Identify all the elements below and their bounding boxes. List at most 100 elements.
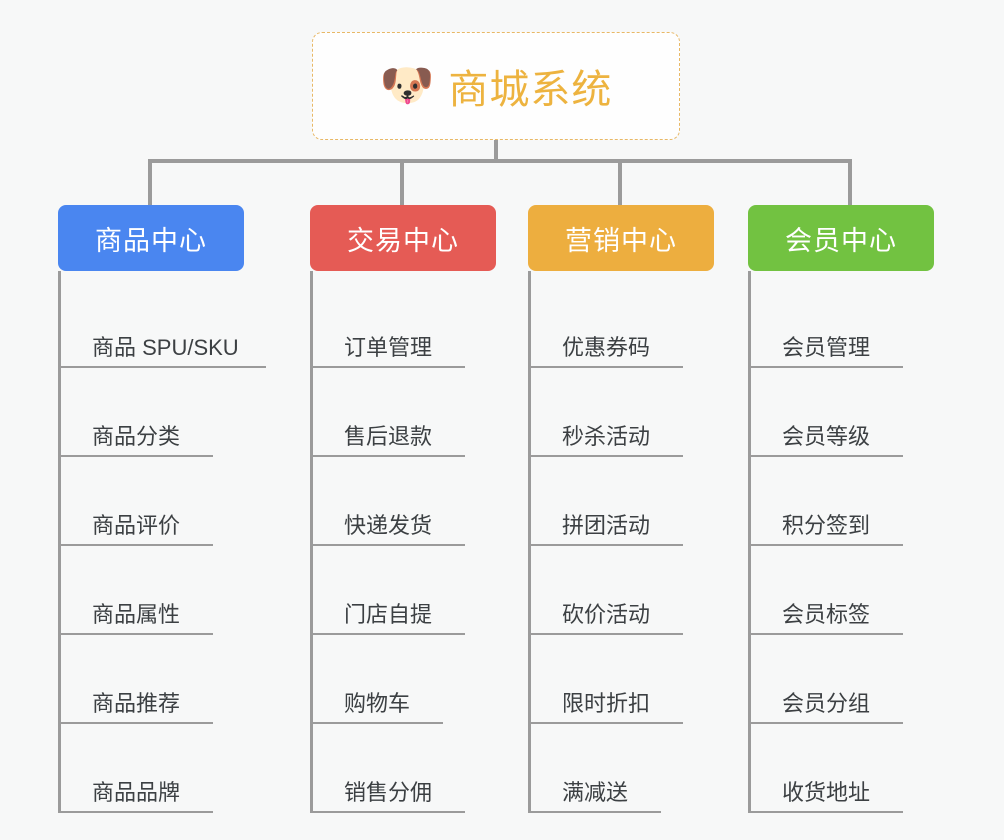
sub-item[interactable]: 收货地址 [748, 724, 934, 813]
sub-item[interactable]: 销售分佣 [310, 724, 496, 813]
sub-item-underline [748, 366, 903, 368]
category-label: 商品中心 [95, 225, 207, 256]
sub-item[interactable]: 满减送 [528, 724, 714, 813]
sub-item-underline [58, 722, 213, 724]
sub-item[interactable]: 拼团活动 [528, 457, 714, 546]
connector-drop-2 [400, 161, 404, 205]
sub-item-label: 会员等级 [782, 424, 871, 449]
sub-item-label: 会员分组 [782, 691, 871, 716]
sub-item[interactable]: 会员标签 [748, 546, 934, 635]
category-header-trade-center[interactable]: 交易中心 [310, 205, 496, 271]
sub-item-underline [310, 366, 465, 368]
connector-drop-1 [148, 161, 152, 205]
sub-item-underline [528, 722, 683, 724]
sub-item-label: 商品分类 [92, 424, 181, 449]
sub-item-label: 砍价活动 [562, 602, 651, 627]
sub-item[interactable]: 售后退款 [310, 368, 496, 457]
sub-item-label: 积分签到 [782, 513, 871, 538]
sub-item-underline [528, 366, 683, 368]
category-header-member-center[interactable]: 会员中心 [748, 205, 934, 271]
sub-item-label: 拼团活动 [562, 513, 651, 538]
category-column-marketing-center: 营销中心优惠券码秒杀活动拼团活动砍价活动限时折扣满减送 [528, 205, 714, 813]
sub-item-label: 商品 SPU/SKU [92, 335, 239, 360]
sub-item[interactable]: 商品分类 [58, 368, 244, 457]
sub-item-label: 购物车 [344, 691, 411, 716]
column-rail [748, 271, 751, 813]
column-rail [58, 271, 61, 813]
sub-item-underline [528, 455, 683, 457]
sub-item-underline [58, 544, 213, 546]
sub-item[interactable]: 会员等级 [748, 368, 934, 457]
sub-item-list: 优惠券码秒杀活动拼团活动砍价活动限时折扣满减送 [528, 271, 714, 813]
category-label: 会员中心 [785, 225, 897, 256]
sub-item[interactable]: 秒杀活动 [528, 368, 714, 457]
sub-item-label: 收货地址 [782, 780, 871, 805]
sub-item-label: 商品评价 [92, 513, 181, 538]
sub-item-label: 限时折扣 [562, 691, 651, 716]
sub-item-underline [310, 633, 465, 635]
sub-item[interactable]: 砍价活动 [528, 546, 714, 635]
root-title: 商城系统 [448, 68, 613, 112]
sub-item-underline [310, 722, 443, 724]
sub-item[interactable]: 优惠券码 [528, 279, 714, 368]
sub-item-label: 订单管理 [344, 335, 433, 360]
sub-item[interactable]: 积分签到 [748, 457, 934, 546]
connector-horizontal-bus [148, 159, 852, 163]
sub-item-list: 订单管理售后退款快递发货门店自提购物车销售分佣 [310, 271, 496, 813]
sub-item[interactable]: 会员管理 [748, 279, 934, 368]
sub-item[interactable]: 商品推荐 [58, 635, 244, 724]
sub-item-label: 商品推荐 [92, 691, 181, 716]
sub-item-underline [528, 633, 683, 635]
sub-item-underline [310, 811, 465, 813]
sub-item-label: 售后退款 [344, 424, 433, 449]
sub-item-label: 快递发货 [344, 513, 433, 538]
category-column-member-center: 会员中心会员管理会员等级积分签到会员标签会员分组收货地址 [748, 205, 934, 813]
connector-drop-4 [848, 161, 852, 205]
sub-item[interactable]: 商品 SPU/SKU [58, 279, 266, 368]
column-rail [310, 271, 313, 813]
sub-item-label: 秒杀活动 [562, 424, 651, 449]
category-header-marketing-center[interactable]: 营销中心 [528, 205, 714, 271]
category-column-product-center: 商品中心商品 SPU/SKU 商品分类商品评价商品属性商品推荐商品品牌 [58, 205, 266, 813]
sub-item-underline [58, 633, 213, 635]
sub-item[interactable]: 门店自提 [310, 546, 496, 635]
sub-item-underline [748, 633, 903, 635]
category-header-product-center[interactable]: 商品中心 [58, 205, 244, 271]
sub-item[interactable]: 会员分组 [748, 635, 934, 724]
sub-item-label: 销售分佣 [344, 780, 433, 805]
dog-face-icon: 🐶 [379, 61, 435, 110]
sub-item-underline [748, 722, 903, 724]
sub-item-list: 会员管理会员等级积分签到会员标签会员分组收货地址 [748, 271, 934, 813]
sub-item[interactable]: 商品属性 [58, 546, 244, 635]
sub-item-label: 商品品牌 [92, 780, 181, 805]
sub-item-label: 满减送 [562, 780, 629, 805]
sub-item-label: 会员管理 [782, 335, 871, 360]
sub-item-underline [748, 544, 903, 546]
sub-item-underline [528, 544, 683, 546]
sub-item[interactable]: 限时折扣 [528, 635, 714, 724]
sub-item-underline [748, 811, 903, 813]
sub-item-label: 会员标签 [782, 602, 871, 627]
sub-item-underline [58, 366, 266, 368]
category-column-trade-center: 交易中心订单管理售后退款快递发货门店自提购物车销售分佣 [310, 205, 496, 813]
sub-item[interactable]: 订单管理 [310, 279, 496, 368]
connector-drop-3 [618, 161, 622, 205]
sub-item-list: 商品 SPU/SKU 商品分类商品评价商品属性商品推荐商品品牌 [58, 271, 266, 813]
sub-item-underline [528, 811, 661, 813]
sub-item-label: 商品属性 [92, 602, 181, 627]
sub-item-underline [310, 544, 465, 546]
sub-item[interactable]: 快递发货 [310, 457, 496, 546]
sub-item[interactable]: 商品品牌 [58, 724, 244, 813]
category-label: 营销中心 [565, 225, 677, 256]
sub-item-underline [58, 455, 213, 457]
sub-item-underline [748, 455, 903, 457]
sub-item-label: 优惠券码 [562, 335, 651, 360]
root-node[interactable]: 🐶 商城系统 [312, 32, 680, 140]
sub-item[interactable]: 商品评价 [58, 457, 244, 546]
sub-item[interactable]: 购物车 [310, 635, 496, 724]
sub-item-underline [310, 455, 465, 457]
connector-root-stem [494, 140, 498, 162]
sub-item-underline [58, 811, 213, 813]
sub-item-label: 门店自提 [344, 602, 433, 627]
